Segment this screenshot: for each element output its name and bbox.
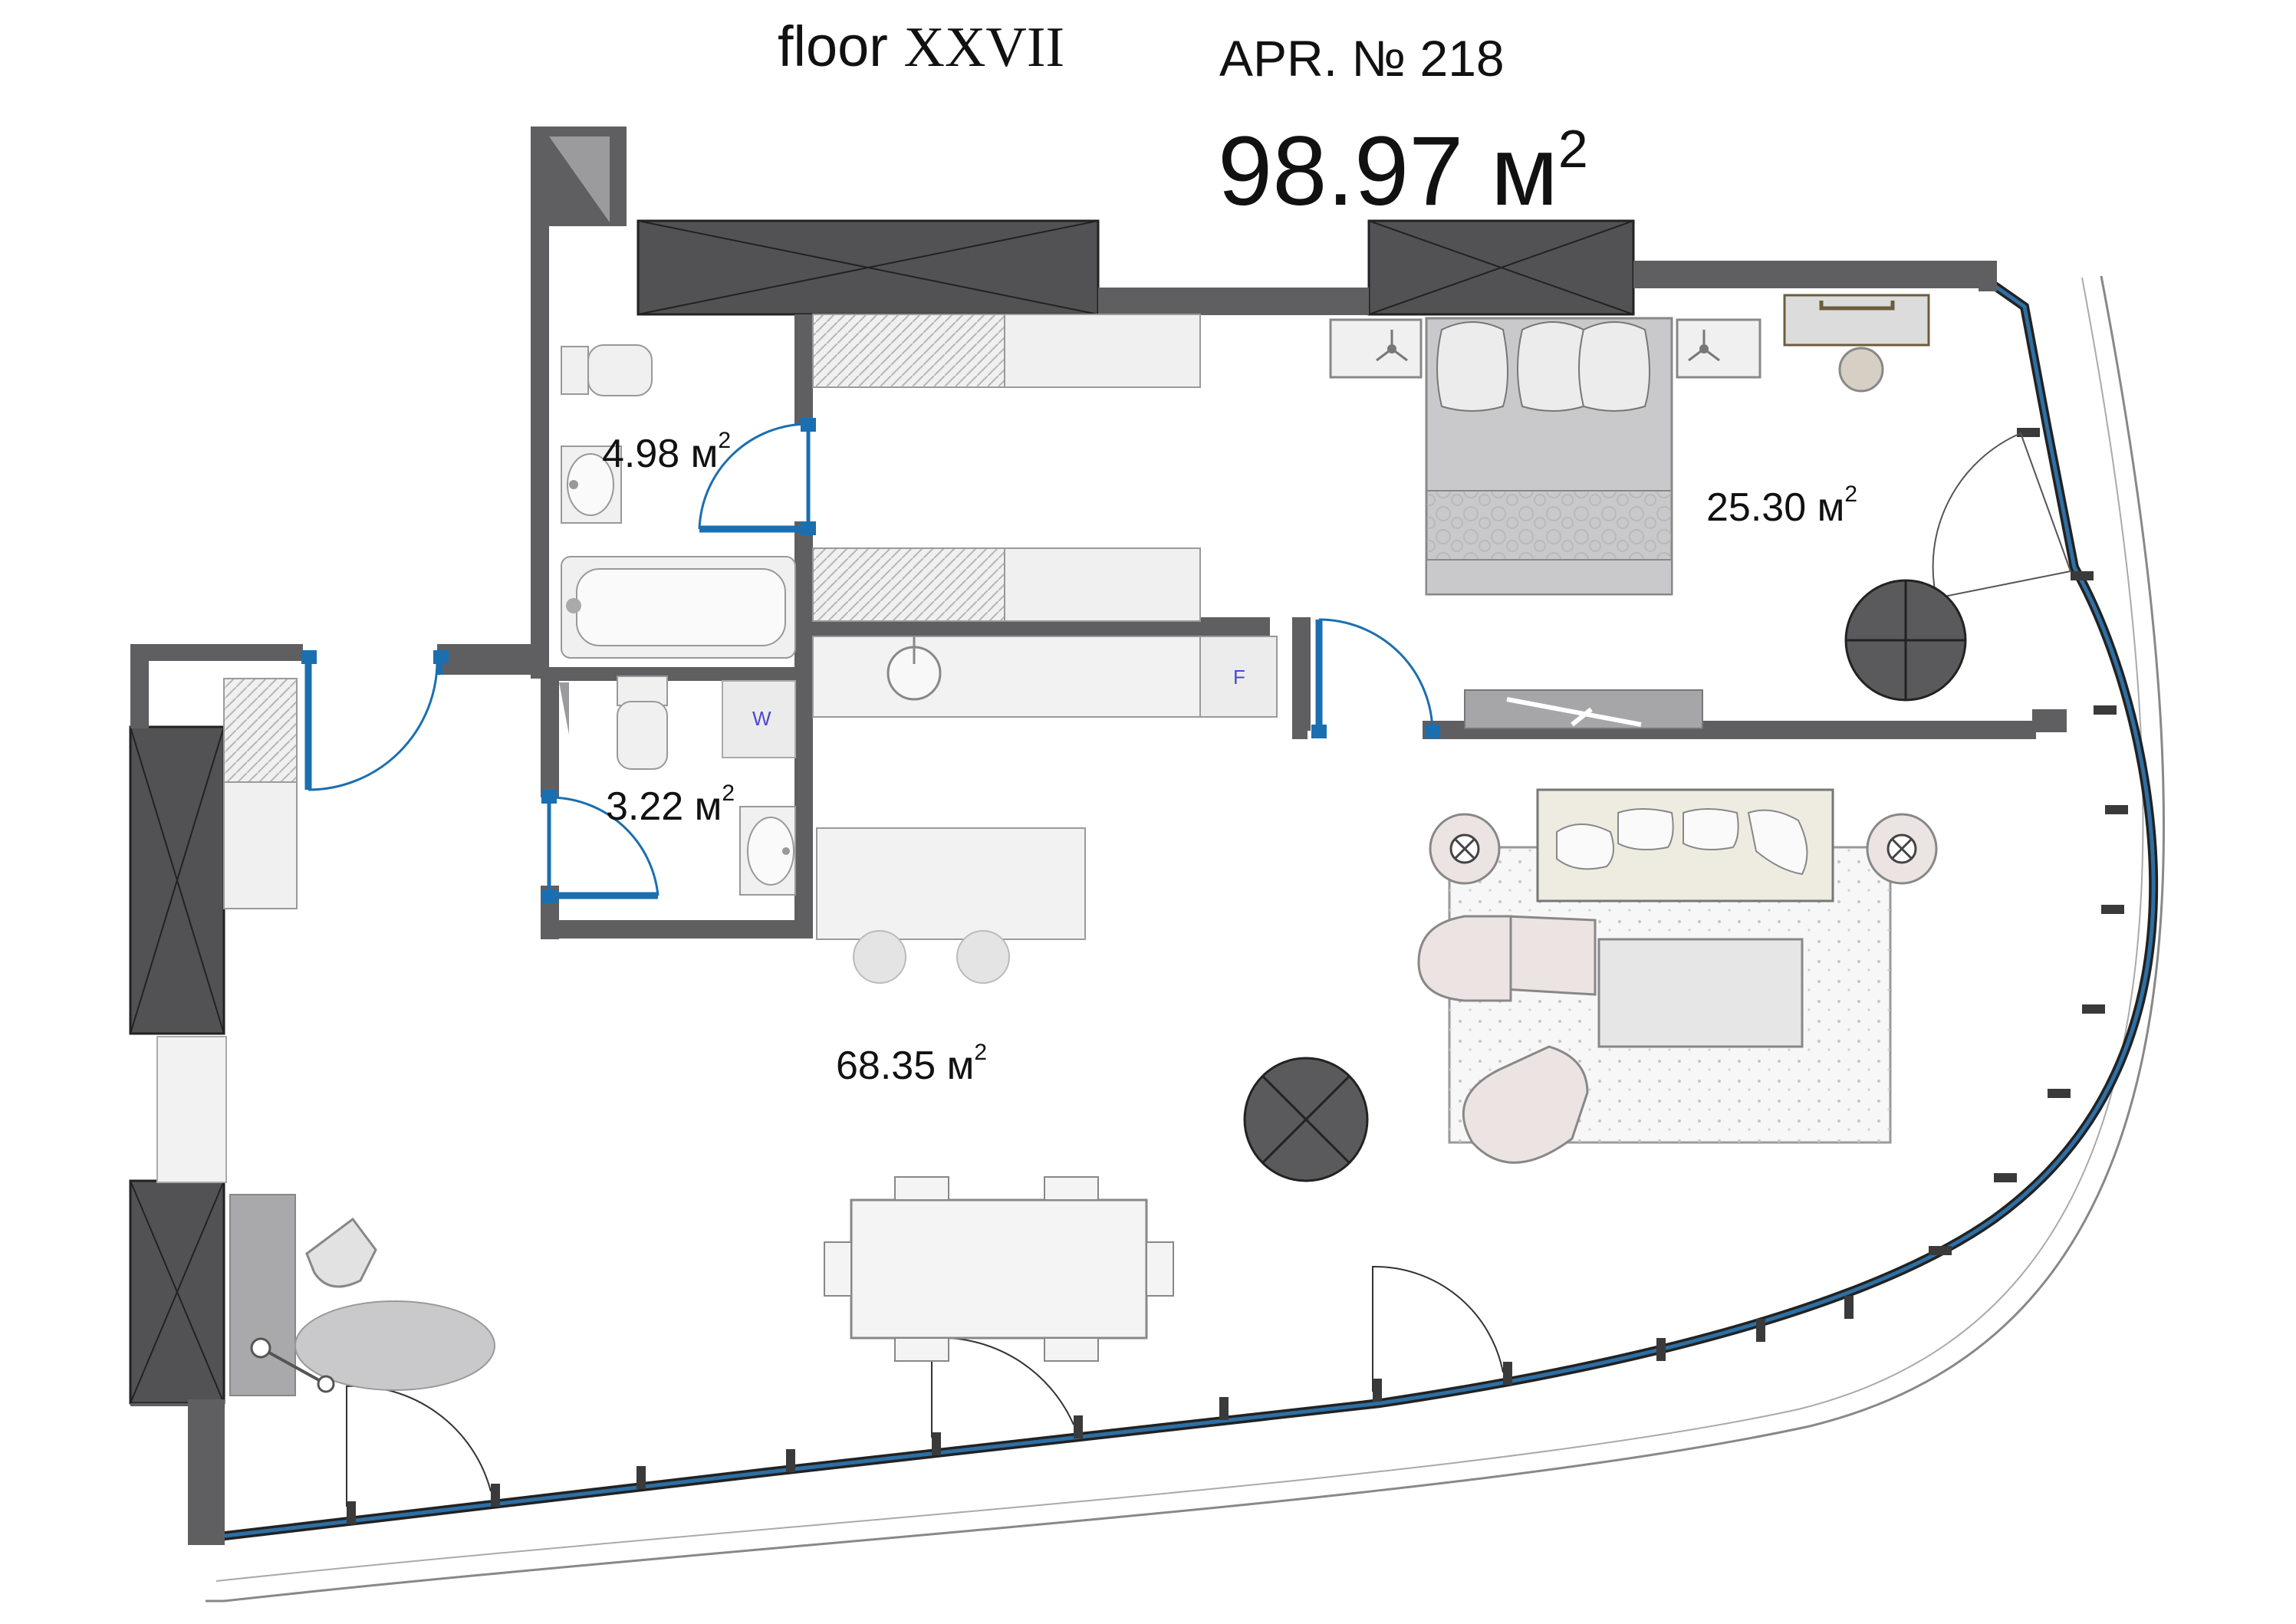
- balcony-outline: [206, 275, 2166, 1603]
- washer-mark: W: [752, 707, 771, 730]
- area-bedroom-value: 25.30 м: [1706, 485, 1845, 530]
- wc-toilet: [617, 676, 668, 770]
- shaft-left-lower: [129, 1179, 225, 1405]
- total-area-value: 98.97 м: [1218, 117, 1558, 226]
- armchair: [1462, 1045, 1589, 1164]
- washing-machine: [722, 680, 796, 758]
- shaft-top-left: [636, 219, 1100, 316]
- armchair: [1502, 915, 1597, 996]
- round-rug: [294, 1300, 495, 1391]
- desk-chair: [305, 1217, 377, 1288]
- doors[interactable]: [304, 422, 1434, 901]
- nightstand-right: [1676, 318, 1761, 379]
- glazing: [205, 281, 2159, 1543]
- bar-stool: [853, 930, 906, 984]
- ottoman-bedroom: [1844, 579, 1967, 702]
- floor-label: floor XXVII: [778, 14, 1064, 81]
- floor-number: XXVII: [903, 16, 1065, 79]
- bathroom-sink: [561, 445, 622, 524]
- fridge-mark: F: [1233, 666, 1245, 689]
- kitchen-counter: [812, 636, 1278, 718]
- shaft-corner: [549, 136, 610, 222]
- sofa: [1536, 788, 1834, 902]
- total-area-exp: 2: [1558, 119, 1588, 179]
- work-desk: [229, 1194, 296, 1396]
- side-table-left: [1429, 813, 1501, 885]
- coffee-table: [1597, 938, 1804, 1048]
- bathroom-toilet: [561, 344, 653, 396]
- ottoman-living: [1243, 1057, 1369, 1182]
- area-bedroom-exp: 2: [1844, 482, 1858, 507]
- door-hinges: [301, 418, 1440, 903]
- wardrobe-mid: [812, 547, 1201, 622]
- wardrobe-top: [812, 314, 1201, 388]
- area-living-exp: 2: [974, 1040, 988, 1065]
- storage-left: [156, 1036, 227, 1183]
- dining-table: [824, 1176, 1174, 1362]
- area-bathroom-exp: 2: [718, 428, 732, 453]
- bedroom-bench: [1464, 689, 1703, 729]
- kitchen-island: [816, 827, 1086, 940]
- shaft-left-upper: [129, 725, 225, 1035]
- area-living: 68.35 м2: [836, 1040, 988, 1089]
- area-bathroom-value: 4.98 м: [602, 432, 719, 476]
- area-wc-value: 3.22 м: [606, 784, 722, 829]
- floor-word: floor: [778, 15, 888, 78]
- wc-niche: [559, 682, 569, 735]
- shaft-top-right: [1367, 219, 1635, 316]
- area-bathroom: 4.98 м2: [602, 428, 732, 477]
- total-area: 98.97 м2: [1218, 115, 1588, 228]
- bar-stool: [956, 930, 1010, 984]
- bed: [1425, 317, 1673, 596]
- area-bedroom: 25.30 м2: [1706, 482, 1858, 531]
- armchair: [1417, 915, 1512, 1002]
- bathtub: [561, 556, 796, 659]
- floor-lamp: [250, 1337, 335, 1393]
- wc-sink: [739, 806, 796, 896]
- area-wc: 3.22 м2: [606, 781, 735, 830]
- wardrobe-left: [223, 678, 298, 909]
- area-living-value: 68.35 м: [836, 1044, 975, 1088]
- desk: [1783, 294, 1930, 347]
- side-table-right: [1866, 813, 1938, 885]
- area-wc-exp: 2: [722, 781, 735, 806]
- apartment-number: APR. № 218: [1219, 30, 1505, 87]
- nightstand-left: [1329, 318, 1423, 379]
- desk-stool: [1838, 347, 1884, 393]
